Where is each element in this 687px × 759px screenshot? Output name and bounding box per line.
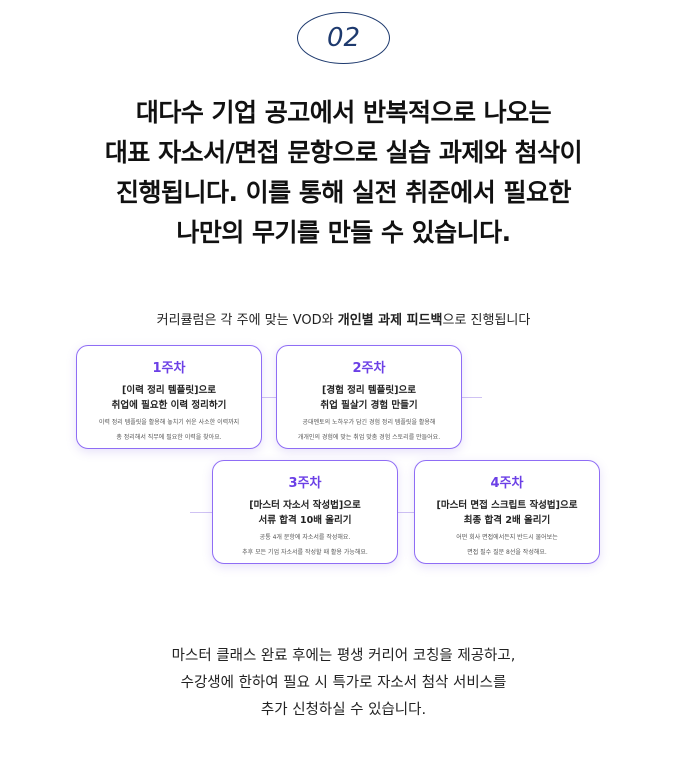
closing-line-3: 추가 신청하실 수 있습니다.: [260, 702, 427, 718]
week-label: 2주차: [352, 361, 386, 376]
week-description-line-1: 공대멘토의 노하우가 담긴 경험 정리 템플릿을 활용해: [302, 419, 436, 426]
week-description-line-2: 총 정리해서 직무에 필요한 이력을 찾아요.: [116, 433, 222, 441]
week-card-1: 1주차 [이력 정리 템플릿]으로 취업에 필요한 이력 정리하기 이력 정리 …: [76, 345, 262, 449]
headline-line-3: 진행됩니다. 이를 통해 실전 취준에서 필요한: [115, 178, 572, 207]
week-title: [마스터 자소서 작성법]으로: [249, 500, 361, 511]
closing-line-1: 마스터 클래스 완료 후에는 평생 커리어 코칭을 제공하고,: [171, 648, 516, 664]
headline-line-4: 나만의 무기를 만들 수 있습니다.: [176, 218, 511, 247]
curriculum-intro-prefix: 커리큘럼은 각 주에 맞는 VOD와: [156, 313, 338, 328]
week-label: 3주차: [288, 476, 322, 491]
curriculum-intro-suffix: 으로 진행됩니다: [442, 313, 531, 328]
week-title: [이력 정리 템플릿]으로: [122, 385, 216, 396]
week-description-line-1: 어떤 회사 면접에서든지 반드시 물어보는: [456, 534, 558, 541]
week-description-line-2: 면접 필수 질문 8선을 작성해요.: [467, 548, 547, 556]
card-connector-top-right: [462, 397, 482, 398]
week-label: 1주차: [152, 361, 186, 376]
closing-line-2: 수강생에 한하여 필요 시 특가로 자소서 첨삭 서비스를: [180, 675, 507, 691]
headline-line-1: 대다수 기업 공고에서 반복적으로 나오는: [135, 98, 552, 127]
headline: 대다수 기업 공고에서 반복적으로 나오는 대표 자소서/면접 문항으로 실습 …: [0, 93, 687, 253]
week-card-4: 4주차 [마스터 면접 스크립트 작성법]으로 최종 합격 2배 올리기 어떤 …: [414, 460, 600, 564]
curriculum-intro: 커리큘럼은 각 주에 맞는 VOD와 개인별 과제 피드백으로 진행됩니다: [0, 309, 687, 328]
week-card-2: 2주차 [경험 정리 템플릿]으로 취업 필살기 경험 만들기 공대멘토의 노하…: [276, 345, 462, 449]
step-number-badge: 02: [297, 12, 390, 64]
step-number: 02: [326, 23, 361, 53]
week-label: 4주차: [490, 476, 524, 491]
week-subtitle: 서류 합격 10배 올리기: [258, 515, 352, 526]
week-description-line-2: 추후 모든 기업 자소서를 작성할 때 활용 가능해요.: [242, 548, 368, 556]
card-connector-bottom: [398, 512, 414, 513]
week-card-3: 3주차 [마스터 자소서 작성법]으로 서류 합격 10배 올리기 공통 4개 …: [212, 460, 398, 564]
curriculum-intro-bold: 개인별 과제 피드백: [337, 313, 443, 328]
card-connector-bottom-left: [190, 512, 212, 513]
week-title: [마스터 면접 스크립트 작성법]으로: [436, 500, 578, 511]
week-description-line-2: 개개인의 경험에 맞는 취업 맞춤 경험 스토리를 만들어요.: [297, 433, 441, 441]
card-connector-top: [262, 397, 276, 398]
week-description-line-1: 이력 정리 템플릿을 활용해 놓치기 쉬운 사소한 이력까지: [98, 419, 240, 426]
week-subtitle: 취업 필살기 경험 만들기: [320, 400, 418, 411]
week-title: [경험 정리 템플릿]으로: [322, 385, 416, 396]
closing-text: 마스터 클래스 완료 후에는 평생 커리어 코칭을 제공하고, 수강생에 한하여…: [0, 643, 687, 724]
week-subtitle: 취업에 필요한 이력 정리하기: [111, 400, 227, 411]
week-description-line-1: 공통 4개 문항에 자소서를 작성해요.: [259, 534, 351, 541]
headline-line-2: 대표 자소서/면접 문항으로 실습 과제와 첨삭이: [104, 138, 583, 167]
week-subtitle: 최종 합격 2배 올리기: [463, 515, 551, 526]
